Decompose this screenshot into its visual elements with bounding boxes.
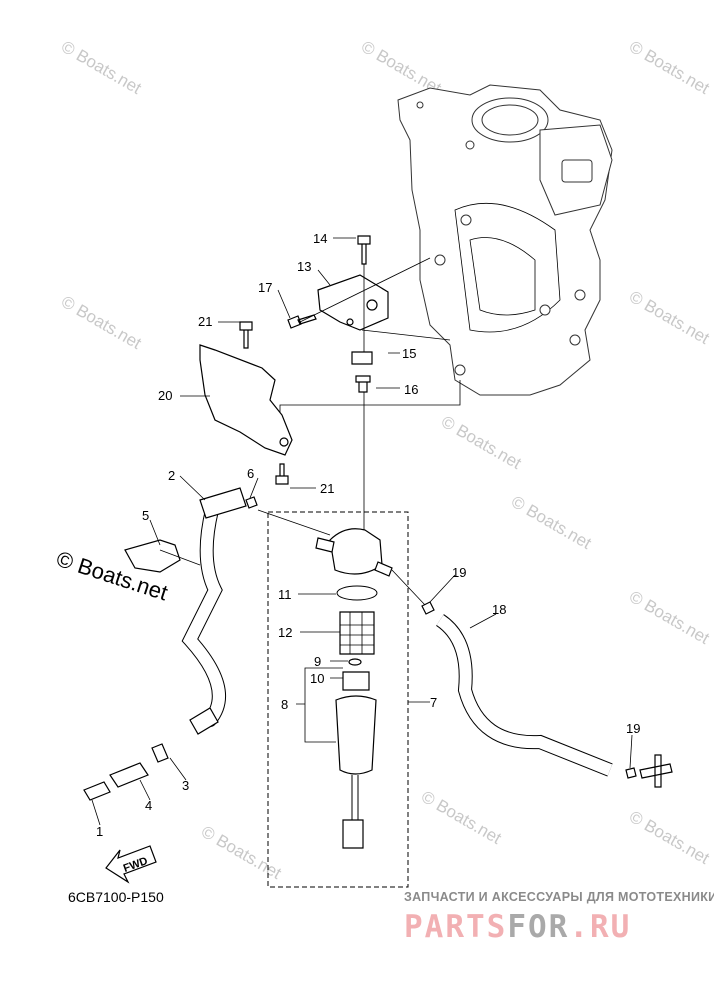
part-7-filter-assembly-box xyxy=(267,511,409,888)
part-2-hose[interactable] xyxy=(199,487,247,519)
logo-part3: .RU xyxy=(569,909,632,945)
callout-7: 7 xyxy=(430,695,437,710)
part-21-bolt-lower[interactable] xyxy=(275,463,289,485)
footer-subtitle: ЗАПЧАСТИ И АКСЕССУАРЫ ДЛЯ МОТОТЕХНИКИ xyxy=(404,890,714,904)
part-6-clip[interactable] xyxy=(245,496,258,509)
part-11-o-ring[interactable] xyxy=(336,585,378,601)
callout-3: 3 xyxy=(182,778,189,793)
watermark: © Boats.net xyxy=(626,287,713,348)
callout-9: 9 xyxy=(314,654,321,669)
watermark: © Boats.net xyxy=(626,37,713,98)
engine-block xyxy=(397,84,613,396)
callout-18: 18 xyxy=(492,602,506,617)
part-1-fitting[interactable] xyxy=(83,781,111,801)
callout-14: 14 xyxy=(313,231,327,246)
tee-fitting[interactable] xyxy=(639,754,673,788)
callout-16: 16 xyxy=(404,382,418,397)
watermark: © Boats.net xyxy=(626,807,713,868)
part-19-clip-lower[interactable] xyxy=(625,767,637,779)
logo-part2: FOR xyxy=(507,909,570,945)
callout-21-upper: 21 xyxy=(198,314,212,329)
callout-19-upper: 19 xyxy=(452,565,466,580)
filter-head[interactable] xyxy=(329,528,383,575)
callout-13: 13 xyxy=(297,259,311,274)
watermarks: © Boats.net © Boats.net © Boats.net © Bo… xyxy=(53,37,712,883)
callout-17: 17 xyxy=(258,280,272,295)
part-20-cover[interactable] xyxy=(199,344,293,456)
watermark: © Boats.net xyxy=(626,587,713,648)
logo-part1: PARTS xyxy=(404,909,508,945)
callout-20: 20 xyxy=(158,388,172,403)
part-8-filter-cup[interactable] xyxy=(335,695,377,775)
drawing-code: 6CB7100-P150 xyxy=(68,889,164,905)
callout-15: 15 xyxy=(402,346,416,361)
watermark: © Boats.net xyxy=(198,822,285,883)
watermark: © Boats.net xyxy=(58,37,145,98)
part-3-clip[interactable] xyxy=(151,743,169,763)
callouts: 1 2 3 4 5 6 7 8 9 10 11 12 13 14 15 16 1… xyxy=(96,231,640,839)
callout-4: 4 xyxy=(145,798,152,813)
fwd-arrow: FWD xyxy=(105,845,157,884)
part-13-bracket[interactable] xyxy=(317,274,389,331)
part-5-clamp[interactable] xyxy=(124,539,181,573)
callout-12: 12 xyxy=(278,625,292,640)
part-4-connector[interactable] xyxy=(109,762,149,788)
watermark: © Boats.net xyxy=(508,492,595,553)
part-12-filter-element[interactable] xyxy=(339,611,375,655)
callout-2: 2 xyxy=(168,468,175,483)
callout-19-lower: 19 xyxy=(626,721,640,736)
watermark: © Boats.net xyxy=(438,412,525,473)
part-16-collar[interactable] xyxy=(355,375,371,393)
part-19-clip-upper[interactable] xyxy=(421,601,435,615)
watermark: © Boats.net xyxy=(58,292,145,353)
callout-6: 6 xyxy=(247,466,254,481)
part-9-o-ring[interactable] xyxy=(348,658,362,666)
watermark: © Boats.net xyxy=(418,787,505,848)
part-15-grommet[interactable] xyxy=(351,351,373,365)
callout-10: 10 xyxy=(310,671,324,686)
callout-21-lower: 21 xyxy=(320,481,334,496)
part-21-bolt-upper[interactable] xyxy=(239,321,253,349)
callout-8: 8 xyxy=(281,697,288,712)
partsfor-logo: PARTSFOR.RU xyxy=(404,910,631,944)
part-10-float[interactable] xyxy=(342,671,370,691)
part-14-bolt[interactable] xyxy=(357,235,371,265)
callout-1: 1 xyxy=(96,824,103,839)
sensor-connector[interactable] xyxy=(342,819,364,849)
callout-5: 5 xyxy=(142,508,149,523)
part-17-bolt[interactable] xyxy=(287,314,317,329)
callout-11: 11 xyxy=(278,587,292,602)
